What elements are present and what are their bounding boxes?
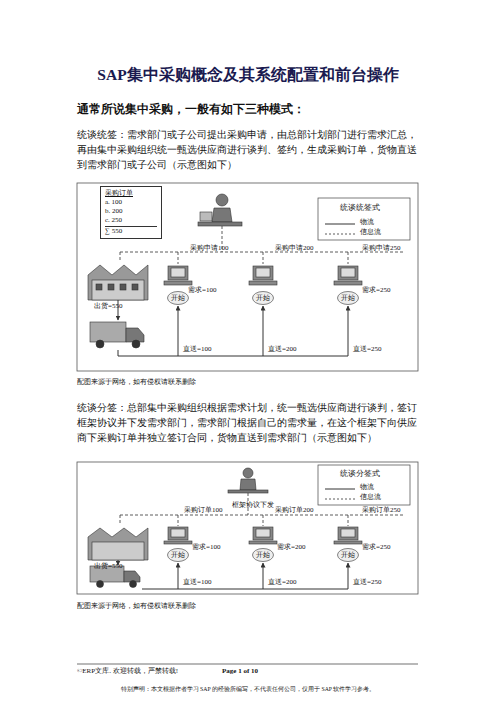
- node-text: 开始: [256, 550, 270, 560]
- order-line: a. 100: [105, 198, 157, 207]
- computer: [164, 527, 362, 544]
- demand-label: 需求=250: [362, 543, 390, 551]
- legend-heading: 统谈分签式: [340, 469, 380, 478]
- demand-label: 需求=100: [188, 286, 216, 294]
- legend-text: 物流: [360, 483, 374, 491]
- footer-rule: [77, 664, 418, 665]
- page-number: Page 1 of 10: [222, 667, 258, 675]
- footer-text: ©ERP文库. 欢迎转载，严禁转载!: [77, 667, 178, 675]
- legend-sample: [325, 489, 355, 490]
- flow-label: 采购订单200: [275, 506, 314, 514]
- delivery-label: 直送=100: [183, 345, 211, 353]
- delivery-label: 直送=200: [268, 578, 296, 586]
- node-text: 开始: [171, 550, 185, 560]
- buyer-figure: [228, 468, 268, 493]
- flow-label: 采购申请250: [362, 244, 401, 252]
- legend-text: 信息流: [360, 228, 381, 236]
- flow-label: 采购订单100: [184, 506, 223, 514]
- body-paragraph: 统谈分签：总部集中采购组织根据需求计划，统一甄选供应商进行谈判，签订框架协议并下…: [77, 400, 418, 445]
- node-text: 开始: [341, 293, 355, 303]
- shipment-label: 出货=550: [94, 302, 122, 310]
- node-text: 开始: [256, 293, 270, 303]
- delivery-label: 直送=100: [183, 578, 211, 586]
- legend-sample: [325, 224, 355, 225]
- order-box: 采购订单a. 100b. 200c. 250∑ 550: [100, 186, 162, 239]
- flow-label: 采购订单250: [362, 506, 401, 514]
- diagram-frame: [77, 183, 418, 371]
- image-caption: 配图来源于网络，如有侵权请联系删除: [77, 378, 196, 386]
- factory: [88, 528, 148, 560]
- demand-label: 需求=100: [192, 543, 220, 551]
- diagram-frame: [77, 462, 418, 594]
- order-line: b. 200: [105, 207, 157, 216]
- demand-label: 需求=250: [362, 286, 390, 294]
- delivery-label: 直送=250: [353, 345, 381, 353]
- delivery-label: 直送=250: [353, 578, 381, 586]
- image-caption: 配图来源于网络，如有侵权请联系删除: [77, 602, 196, 610]
- logistics-flow: [118, 300, 348, 356]
- start-ellipse: 开始: [167, 548, 189, 562]
- order-line: c. 250: [105, 216, 157, 225]
- factory: [88, 265, 148, 300]
- delivery-label: 直送=200: [268, 345, 296, 353]
- disclaimer: 特别声明：本文根据作者学习 SAP 的经验所编写，不代表任何公司，仅用于 SAP…: [0, 686, 496, 693]
- flow-label: 采购申请100: [190, 244, 229, 252]
- info-flow: [120, 226, 405, 264]
- legend-text: 物流: [360, 218, 374, 226]
- section-heading: 通常所说集中采购，一般有如下三种模式：: [77, 103, 305, 117]
- flow-label: 框架协议下发: [232, 501, 274, 509]
- body-paragraph: 统谈统签：需求部门或子公司提出采购申请，由总部计划部门进行需求汇总，再由集中采购…: [77, 127, 418, 172]
- legend-sample: [325, 234, 355, 235]
- truck: [90, 322, 144, 348]
- legend-sample: [325, 499, 355, 500]
- computer: [164, 266, 362, 285]
- flow-label: 采购申请200: [275, 244, 314, 252]
- legend-heading: 统谈统签式: [340, 203, 380, 212]
- node-text: 开始: [341, 550, 355, 560]
- start-ellipse: 开始: [337, 291, 359, 305]
- node-text: 开始: [171, 293, 185, 303]
- shipment-label: 出货=550: [94, 562, 122, 570]
- info-flow: [120, 493, 405, 526]
- buyer-figure: [198, 194, 242, 226]
- order-line: ∑ 550: [105, 226, 157, 236]
- start-ellipse: 开始: [252, 291, 274, 305]
- logistics-flow: [118, 560, 348, 589]
- page-title: SAP集中采购概念及其系统配置和前台操作: [0, 66, 496, 85]
- legend-box: [318, 198, 410, 240]
- box-heading: 采购订单: [105, 189, 157, 198]
- start-ellipse: 开始: [337, 548, 359, 562]
- start-ellipse: 开始: [252, 548, 274, 562]
- legend-text: 信息流: [360, 493, 381, 501]
- start-ellipse: 开始: [167, 291, 189, 305]
- legend-box: [318, 465, 410, 505]
- demand-label: 需求=200: [277, 543, 305, 551]
